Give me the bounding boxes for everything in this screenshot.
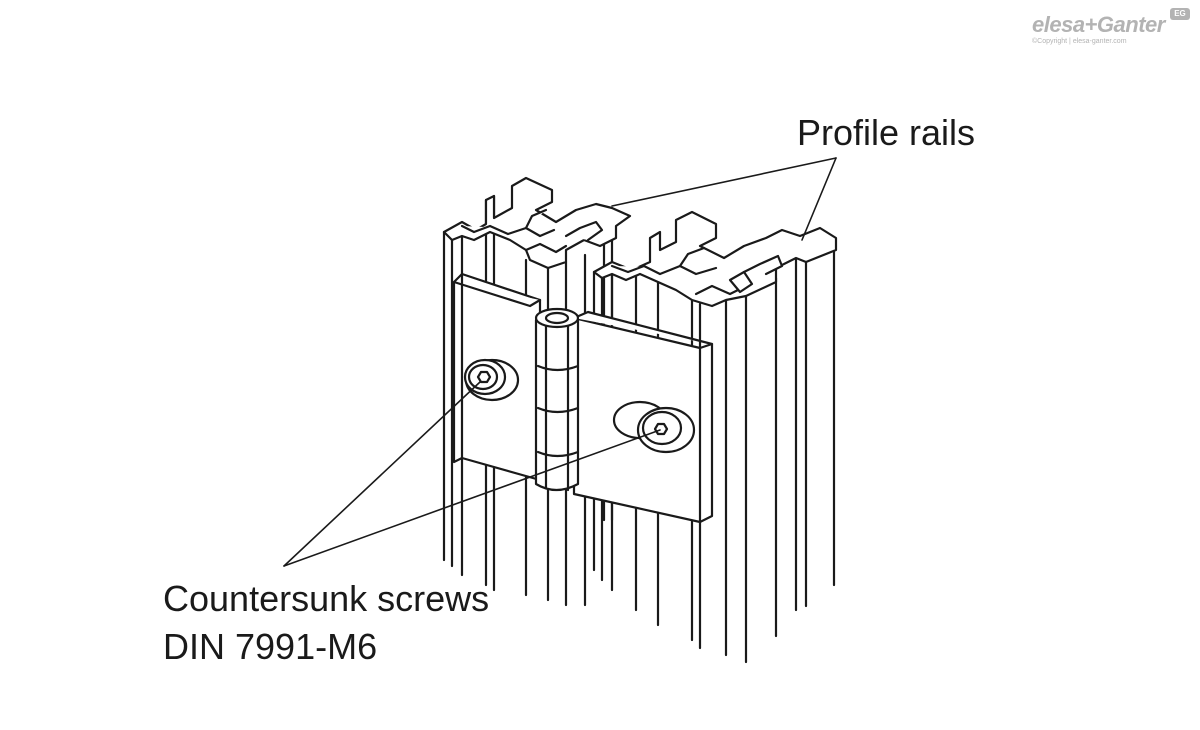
leader-lines (283, 157, 837, 567)
hinge-knuckle (534, 307, 580, 492)
left-countersunk-screw (463, 358, 520, 402)
logo-copyright: ©Copyright | elesa-ganter.com (1032, 38, 1127, 45)
right-countersunk-screw (612, 400, 696, 454)
countersunk-screws-label: Countersunk screws (163, 578, 490, 619)
elesa-ganter-logo: elesa+Ganter EG ©Copyright | elesa-gante… (1032, 8, 1192, 48)
profile-rails-label: Profile rails (797, 112, 976, 153)
logo-brand-text: elesa+Ganter (1032, 12, 1165, 37)
din-standard-label: DIN 7991-M6 (163, 626, 378, 667)
logo-badge: EG (1170, 8, 1190, 20)
